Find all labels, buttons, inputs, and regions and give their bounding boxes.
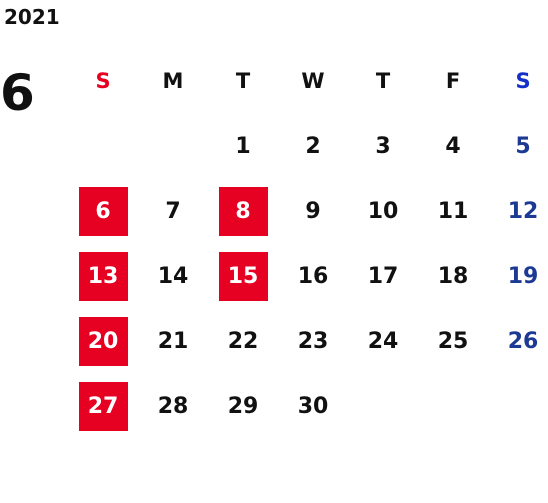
weekday-sunday: S bbox=[95, 69, 111, 93]
highlighted-day: 6 bbox=[78, 187, 128, 236]
highlighted-day: 8 bbox=[218, 187, 268, 236]
weekday-thursday: T bbox=[375, 69, 391, 93]
day-cell: 16 bbox=[278, 244, 348, 309]
day-cell: 11 bbox=[418, 179, 488, 244]
day-cell: 8 bbox=[208, 179, 278, 244]
day-cell: 5 bbox=[488, 114, 548, 179]
day-number: 16 bbox=[297, 264, 329, 289]
day-number: 30 bbox=[297, 394, 329, 419]
day-cell: 24 bbox=[348, 309, 418, 374]
day-cell: 18 bbox=[418, 244, 488, 309]
day-number: 9 bbox=[305, 199, 321, 224]
day-number: 21 bbox=[157, 329, 189, 354]
weekday-tuesday: T bbox=[235, 69, 251, 93]
weekday-header-row: S M T W T F S bbox=[68, 48, 548, 114]
month-number: 6 bbox=[0, 64, 35, 122]
empty-day-cell bbox=[348, 374, 418, 439]
day-cell: 13 bbox=[68, 244, 138, 309]
day-cell: 30 bbox=[278, 374, 348, 439]
day-cell: 19 bbox=[488, 244, 548, 309]
weekday-monday: M bbox=[162, 69, 184, 93]
day-number: 22 bbox=[227, 329, 259, 354]
day-number: 3 bbox=[375, 134, 391, 159]
day-number: 28 bbox=[157, 394, 189, 419]
highlighted-day: 15 bbox=[218, 252, 268, 301]
day-cell: 6 bbox=[68, 179, 138, 244]
day-cell: 4 bbox=[418, 114, 488, 179]
day-cell: 20 bbox=[68, 309, 138, 374]
week-row: 20 21 22 23 24 25 26 bbox=[68, 309, 548, 374]
day-cell: 1 bbox=[208, 114, 278, 179]
day-cell: 27 bbox=[68, 374, 138, 439]
week-row: 13 14 15 16 17 18 19 bbox=[68, 244, 548, 309]
day-cell: 21 bbox=[138, 309, 208, 374]
day-number: 11 bbox=[437, 199, 469, 224]
empty-day-cell bbox=[138, 114, 208, 179]
empty-day-cell bbox=[418, 374, 488, 439]
day-number: 5 bbox=[515, 134, 531, 159]
day-cell: 9 bbox=[278, 179, 348, 244]
day-cell: 14 bbox=[138, 244, 208, 309]
day-cell: 17 bbox=[348, 244, 418, 309]
day-cell: 26 bbox=[488, 309, 548, 374]
day-cell: 7 bbox=[138, 179, 208, 244]
empty-day-cell bbox=[68, 114, 138, 179]
highlighted-day: 27 bbox=[78, 382, 128, 431]
weekday-wednesday: W bbox=[301, 69, 325, 93]
day-cell: 10 bbox=[348, 179, 418, 244]
day-number: 18 bbox=[437, 264, 469, 289]
day-number: 23 bbox=[297, 329, 329, 354]
day-number: 2 bbox=[305, 134, 321, 159]
weekday-friday: F bbox=[445, 69, 461, 93]
day-number: 7 bbox=[165, 199, 181, 224]
year-label: 2021 bbox=[4, 5, 60, 29]
day-number: 26 bbox=[507, 329, 539, 354]
day-cell: 29 bbox=[208, 374, 278, 439]
week-row: 27 28 29 30 bbox=[68, 374, 548, 439]
day-number: 17 bbox=[367, 264, 399, 289]
day-number: 29 bbox=[227, 394, 259, 419]
empty-day-cell bbox=[488, 374, 548, 439]
day-cell: 25 bbox=[418, 309, 488, 374]
weekday-saturday: S bbox=[515, 69, 531, 93]
day-number: 10 bbox=[367, 199, 399, 224]
day-number: 19 bbox=[507, 264, 539, 289]
day-number: 25 bbox=[437, 329, 469, 354]
day-number: 4 bbox=[445, 134, 461, 159]
week-row: 1 2 3 4 5 bbox=[68, 114, 548, 179]
day-cell: 2 bbox=[278, 114, 348, 179]
day-cell: 3 bbox=[348, 114, 418, 179]
day-number: 24 bbox=[367, 329, 399, 354]
day-cell: 22 bbox=[208, 309, 278, 374]
day-cell: 28 bbox=[138, 374, 208, 439]
highlighted-day: 20 bbox=[78, 317, 128, 366]
day-number: 12 bbox=[507, 199, 539, 224]
highlighted-day: 13 bbox=[78, 252, 128, 301]
day-cell: 15 bbox=[208, 244, 278, 309]
day-number: 14 bbox=[157, 264, 189, 289]
day-cell: 12 bbox=[488, 179, 548, 244]
day-number: 1 bbox=[235, 134, 251, 159]
week-row: 6 7 8 9 10 11 12 bbox=[68, 179, 548, 244]
day-cell: 23 bbox=[278, 309, 348, 374]
